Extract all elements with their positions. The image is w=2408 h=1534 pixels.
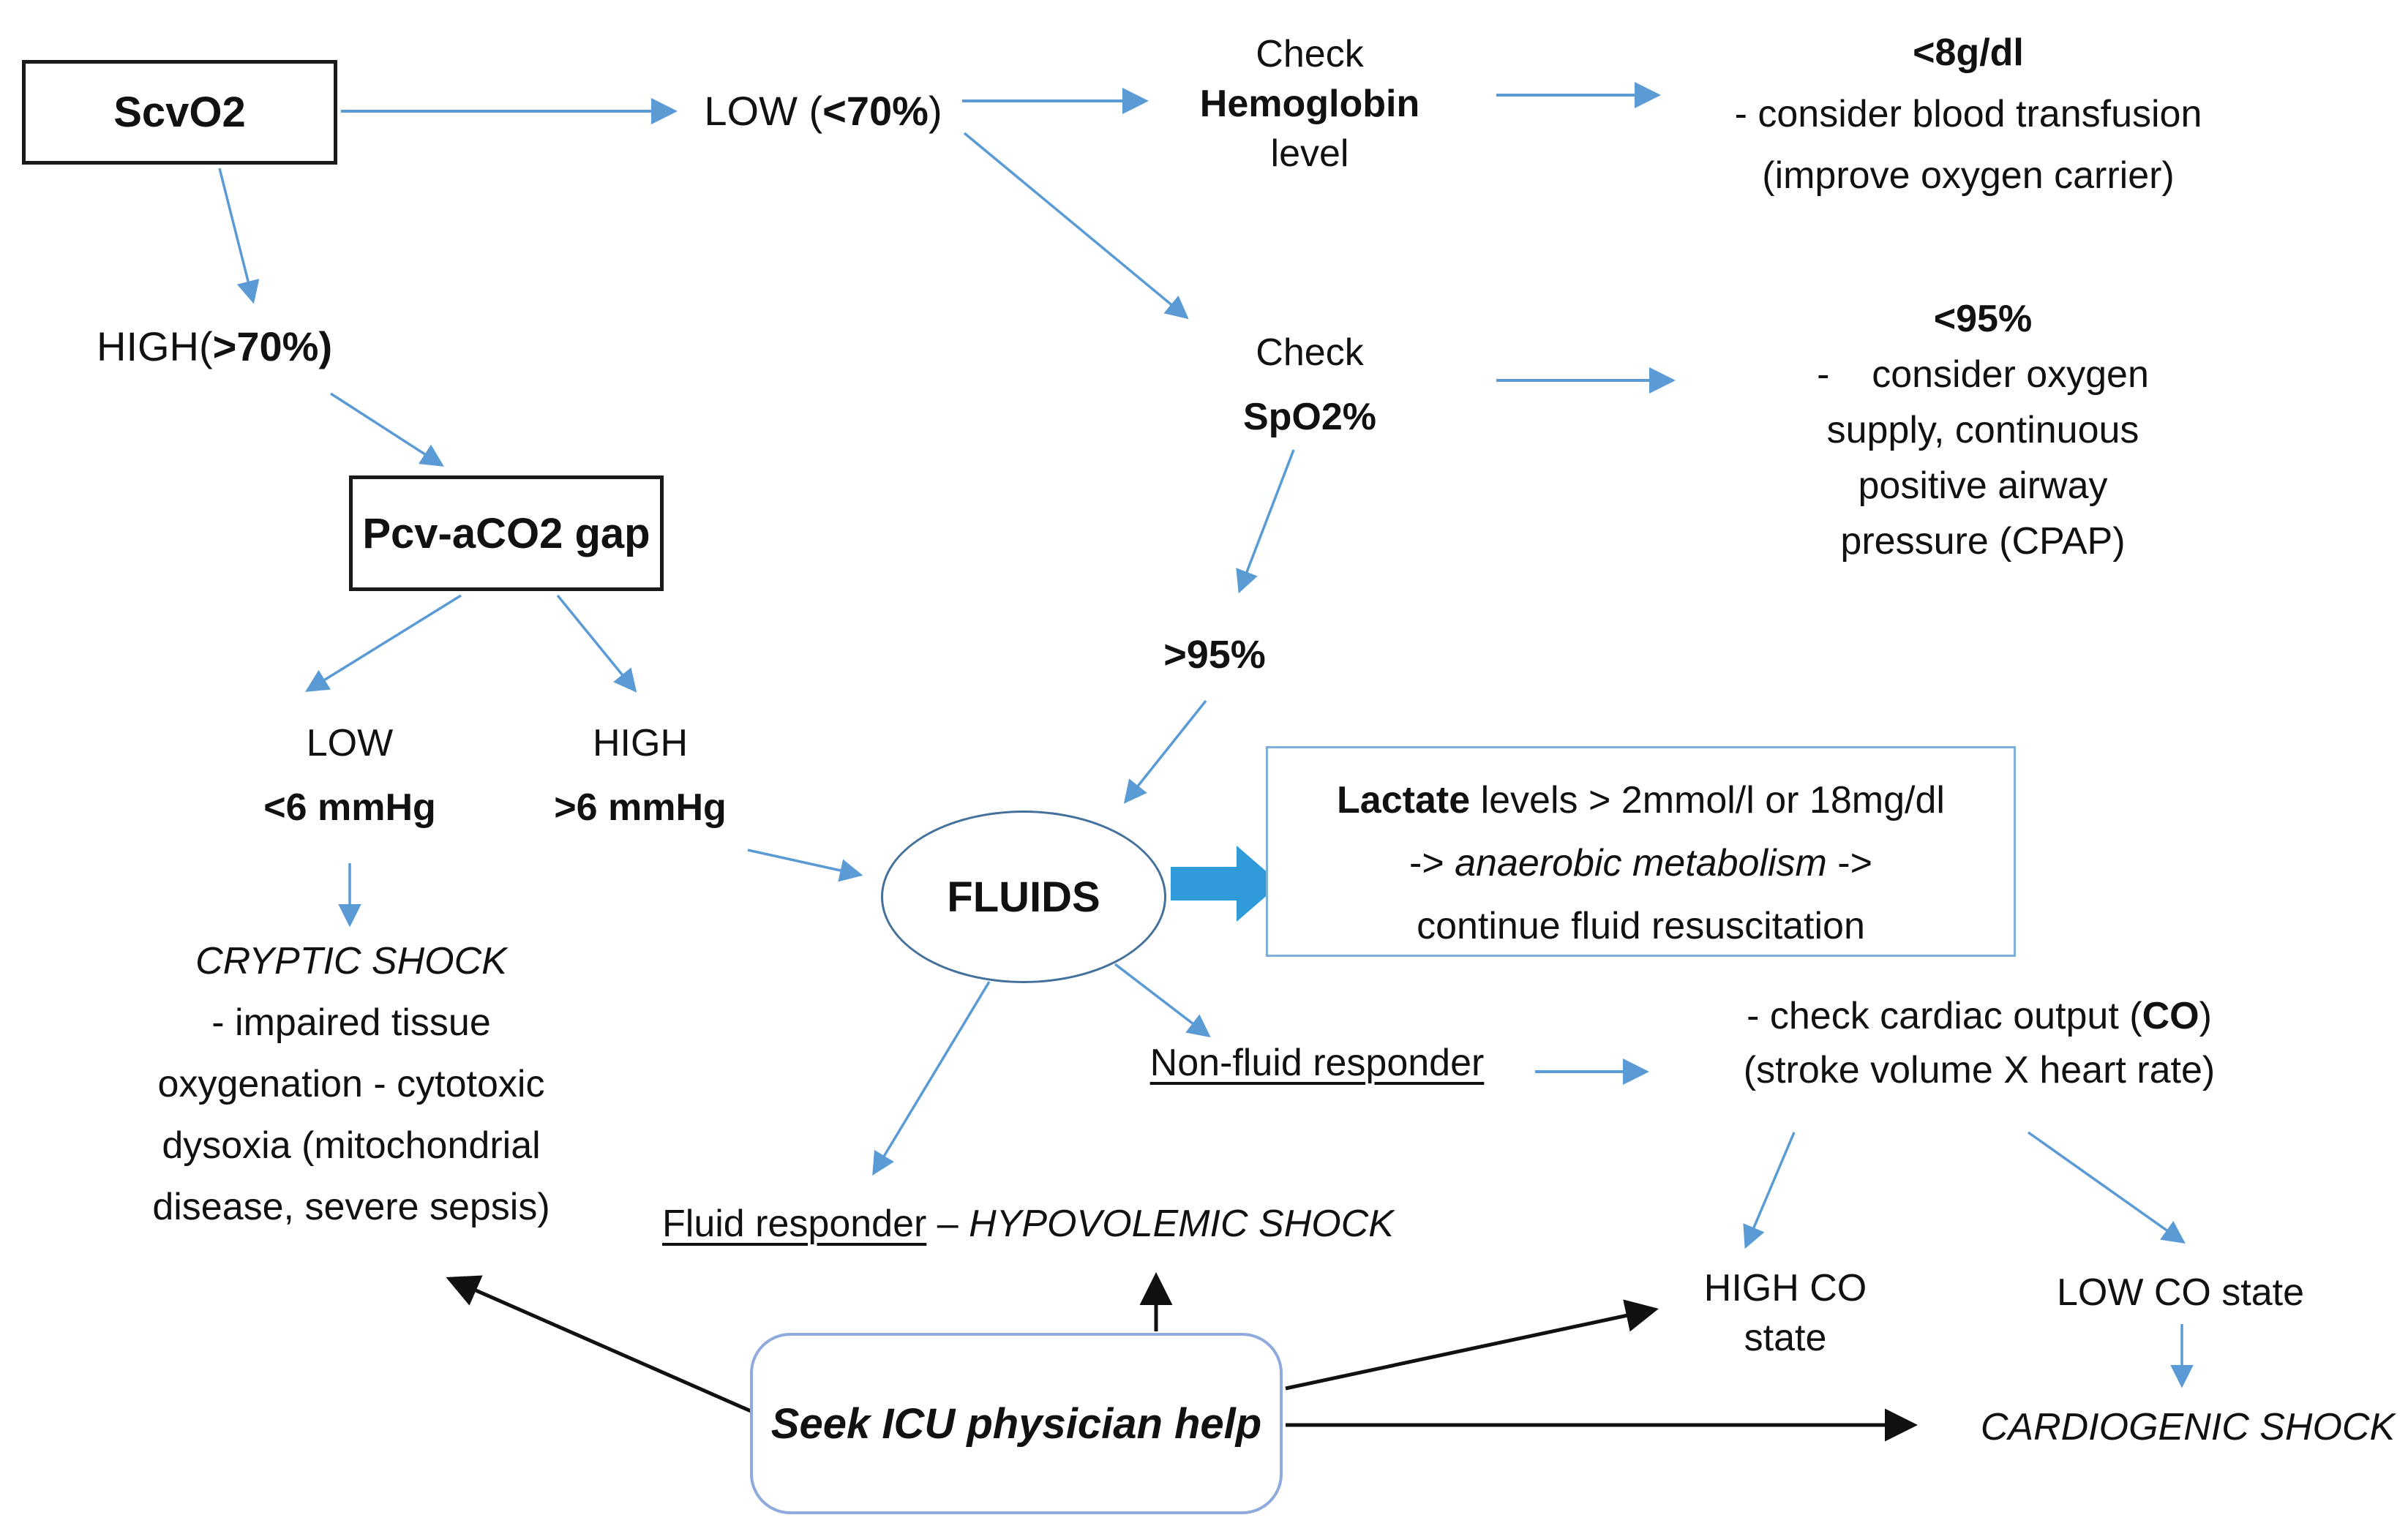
pcv-high-line1: HIGH [593,722,688,764]
check-spo2-line2: SpO2% [1242,396,1377,438]
node-high70: HIGH(>70%) [97,320,332,374]
arrow-pcv-to-high [556,594,637,693]
hgb-low-line1: - consider blood transfusion [1734,93,2202,135]
lactate-line1-rest: levels > 2mmol/l or 18mg/dl [1470,779,1945,821]
node-high70-pre: HIGH( [97,323,213,369]
node-low70-post: ) [928,88,942,134]
node-fluids-label: FLUIDS [947,873,1100,921]
check-spo2-line1: Check [1256,331,1364,374]
lactate-line2-post: -> [1826,842,1872,884]
cryptic-line4: disease, severe sepsis) [152,1186,550,1228]
block-arrow-fluids-to-lactate [1171,846,1280,922]
node-fluid-responder: Fluid responder – HYPOVOLEMIC SHOCK [662,1200,1504,1249]
cryptic-title: CRYPTIC SHOCK [195,940,507,982]
spo2-low-line1: - consider oxygen [1817,353,2149,396]
node-low70: LOW (<70%) [691,85,955,138]
spo2-low-line4: pressure (CPAP) [1840,520,2126,563]
lactate-line2-italic: anaerobic metabolism [1455,842,1827,884]
node-spo2-low-result: <95% - consider oxygen supply, continuou… [1690,291,2276,569]
arrow-fluids-to-nonfluid [1114,963,1211,1038]
arrow-cocheck-to-lowco [2027,1131,2186,1244]
check-hemoglobin-line1: Check [1256,33,1364,75]
co-check-line1-post: ) [2199,995,2212,1037]
fluid-responder-dash: – [926,1203,969,1245]
co-check-line1: - check cardiac output (CO) [1683,989,2276,1043]
co-check-line1-pre: - check cardiac output ( [1747,995,2142,1037]
pcv-high-line2: >6 mmHg [554,786,727,829]
arrow-high6-to-fluids [747,849,863,882]
node-low70-bold: <70% [822,88,929,134]
cryptic-line2: oxygenation - cytotoxic [157,1063,545,1105]
arrow-scvo2-to-high [218,168,260,304]
node-low70-pre: LOW ( [704,88,823,134]
node-pcv-high: HIGH >6 mmHg [530,711,750,840]
node-cryptic-shock: CRYPTIC SHOCK - impaired tissue oxygenat… [95,930,607,1238]
node-scvo2: ScvO2 [22,60,337,165]
node-scvo2-label: ScvO2 [113,89,246,136]
pcv-low-line2: <6 mmHg [263,786,436,829]
arrow-low-to-spo2 [963,132,1189,320]
cryptic-line1: - impaired tissue [211,1001,491,1044]
node-seek-icu-label: Seek ICU physician help [770,1399,1262,1448]
arrow-pcv-to-low [305,594,462,692]
check-hemoglobin-line3: level [1270,132,1349,175]
lactate-line3: continue fluid resuscitation [1417,905,1865,947]
node-non-fluid-responder: Non-fluid responder [1119,1039,1515,1089]
arrow-cocheck-to-highco [1743,1132,1796,1249]
lactate-line1-bold: Lactate [1337,779,1471,821]
node-co-check: - check cardiac output (CO) (stroke volu… [1683,989,2276,1097]
hgb-low-line2: (improve oxygen carrier) [1762,154,2175,197]
node-check-spo2: Check SpO2% [1163,320,1456,449]
pcv-low-line1: LOW [306,722,394,764]
check-hemoglobin-line2: Hemoglobin [1199,83,1420,125]
arrow-high70-to-pcv [330,392,444,467]
co-check-line2: (stroke volume X heart rate) [1743,1049,2216,1091]
node-high70-bold: >70%) [212,323,333,369]
node-pcv-aco2-gap-label: Pcv-aCO2 gap [362,509,650,557]
node-pcv-low: LOW <6 mmHg [240,711,460,840]
cryptic-line3: dysoxia (mitochondrial [162,1124,541,1167]
node-seek-icu: Seek ICU physician help [750,1333,1283,1514]
node-check-hemoglobin: Check Hemoglobin level [1163,29,1456,178]
lactate-line1: Lactate levels > 2mmol/l or 18mg/dl [1268,769,2014,832]
arrow-seek-to-cryptic [446,1275,757,1415]
node-hgb-low-result: <8g/dl - consider blood transfusion (imp… [1668,22,2268,206]
fluid-responder-underlined: Fluid responder [662,1203,927,1245]
non-fluid-responder-label: Non-fluid responder [1149,1042,1485,1084]
spo2-low-line2: supply, continuous [1826,409,2139,451]
arrow-seek-to-highco [1285,1299,1659,1391]
node-pcv-aco2-gap: Pcv-aCO2 gap [349,475,664,591]
arrow-spo2-to-gt95 [1236,449,1295,594]
node-high-co: HIGH CO state [1703,1267,1867,1359]
arrow-fluids-to-fluidresponder [872,981,991,1176]
hgb-low-title: <8g/dl [1913,31,2024,74]
node-fluids: FLUIDS [881,811,1166,983]
spo2-low-title: <95% [1933,298,2033,340]
arrow-gt95-to-fluids [1123,699,1207,804]
spo2-low-line3: positive airway [1858,465,2108,507]
lactate-line2: -> anaerobic metabolism -> [1268,832,2014,895]
node-cardiogenic-shock: CARDIOGENIC SHOCK [1980,1406,2396,1448]
lactate-line2-pre: -> [1409,842,1455,884]
co-check-line1-bold: CO [2142,995,2199,1037]
node-spo2-high: >95% [1163,633,1266,677]
fluid-responder-italic: HYPOVOLEMIC SHOCK [969,1203,1394,1245]
node-low-co: LOW CO state [2056,1271,2305,1314]
node-lactate-box: Lactate levels > 2mmol/l or 18mg/dl -> a… [1266,746,2016,957]
